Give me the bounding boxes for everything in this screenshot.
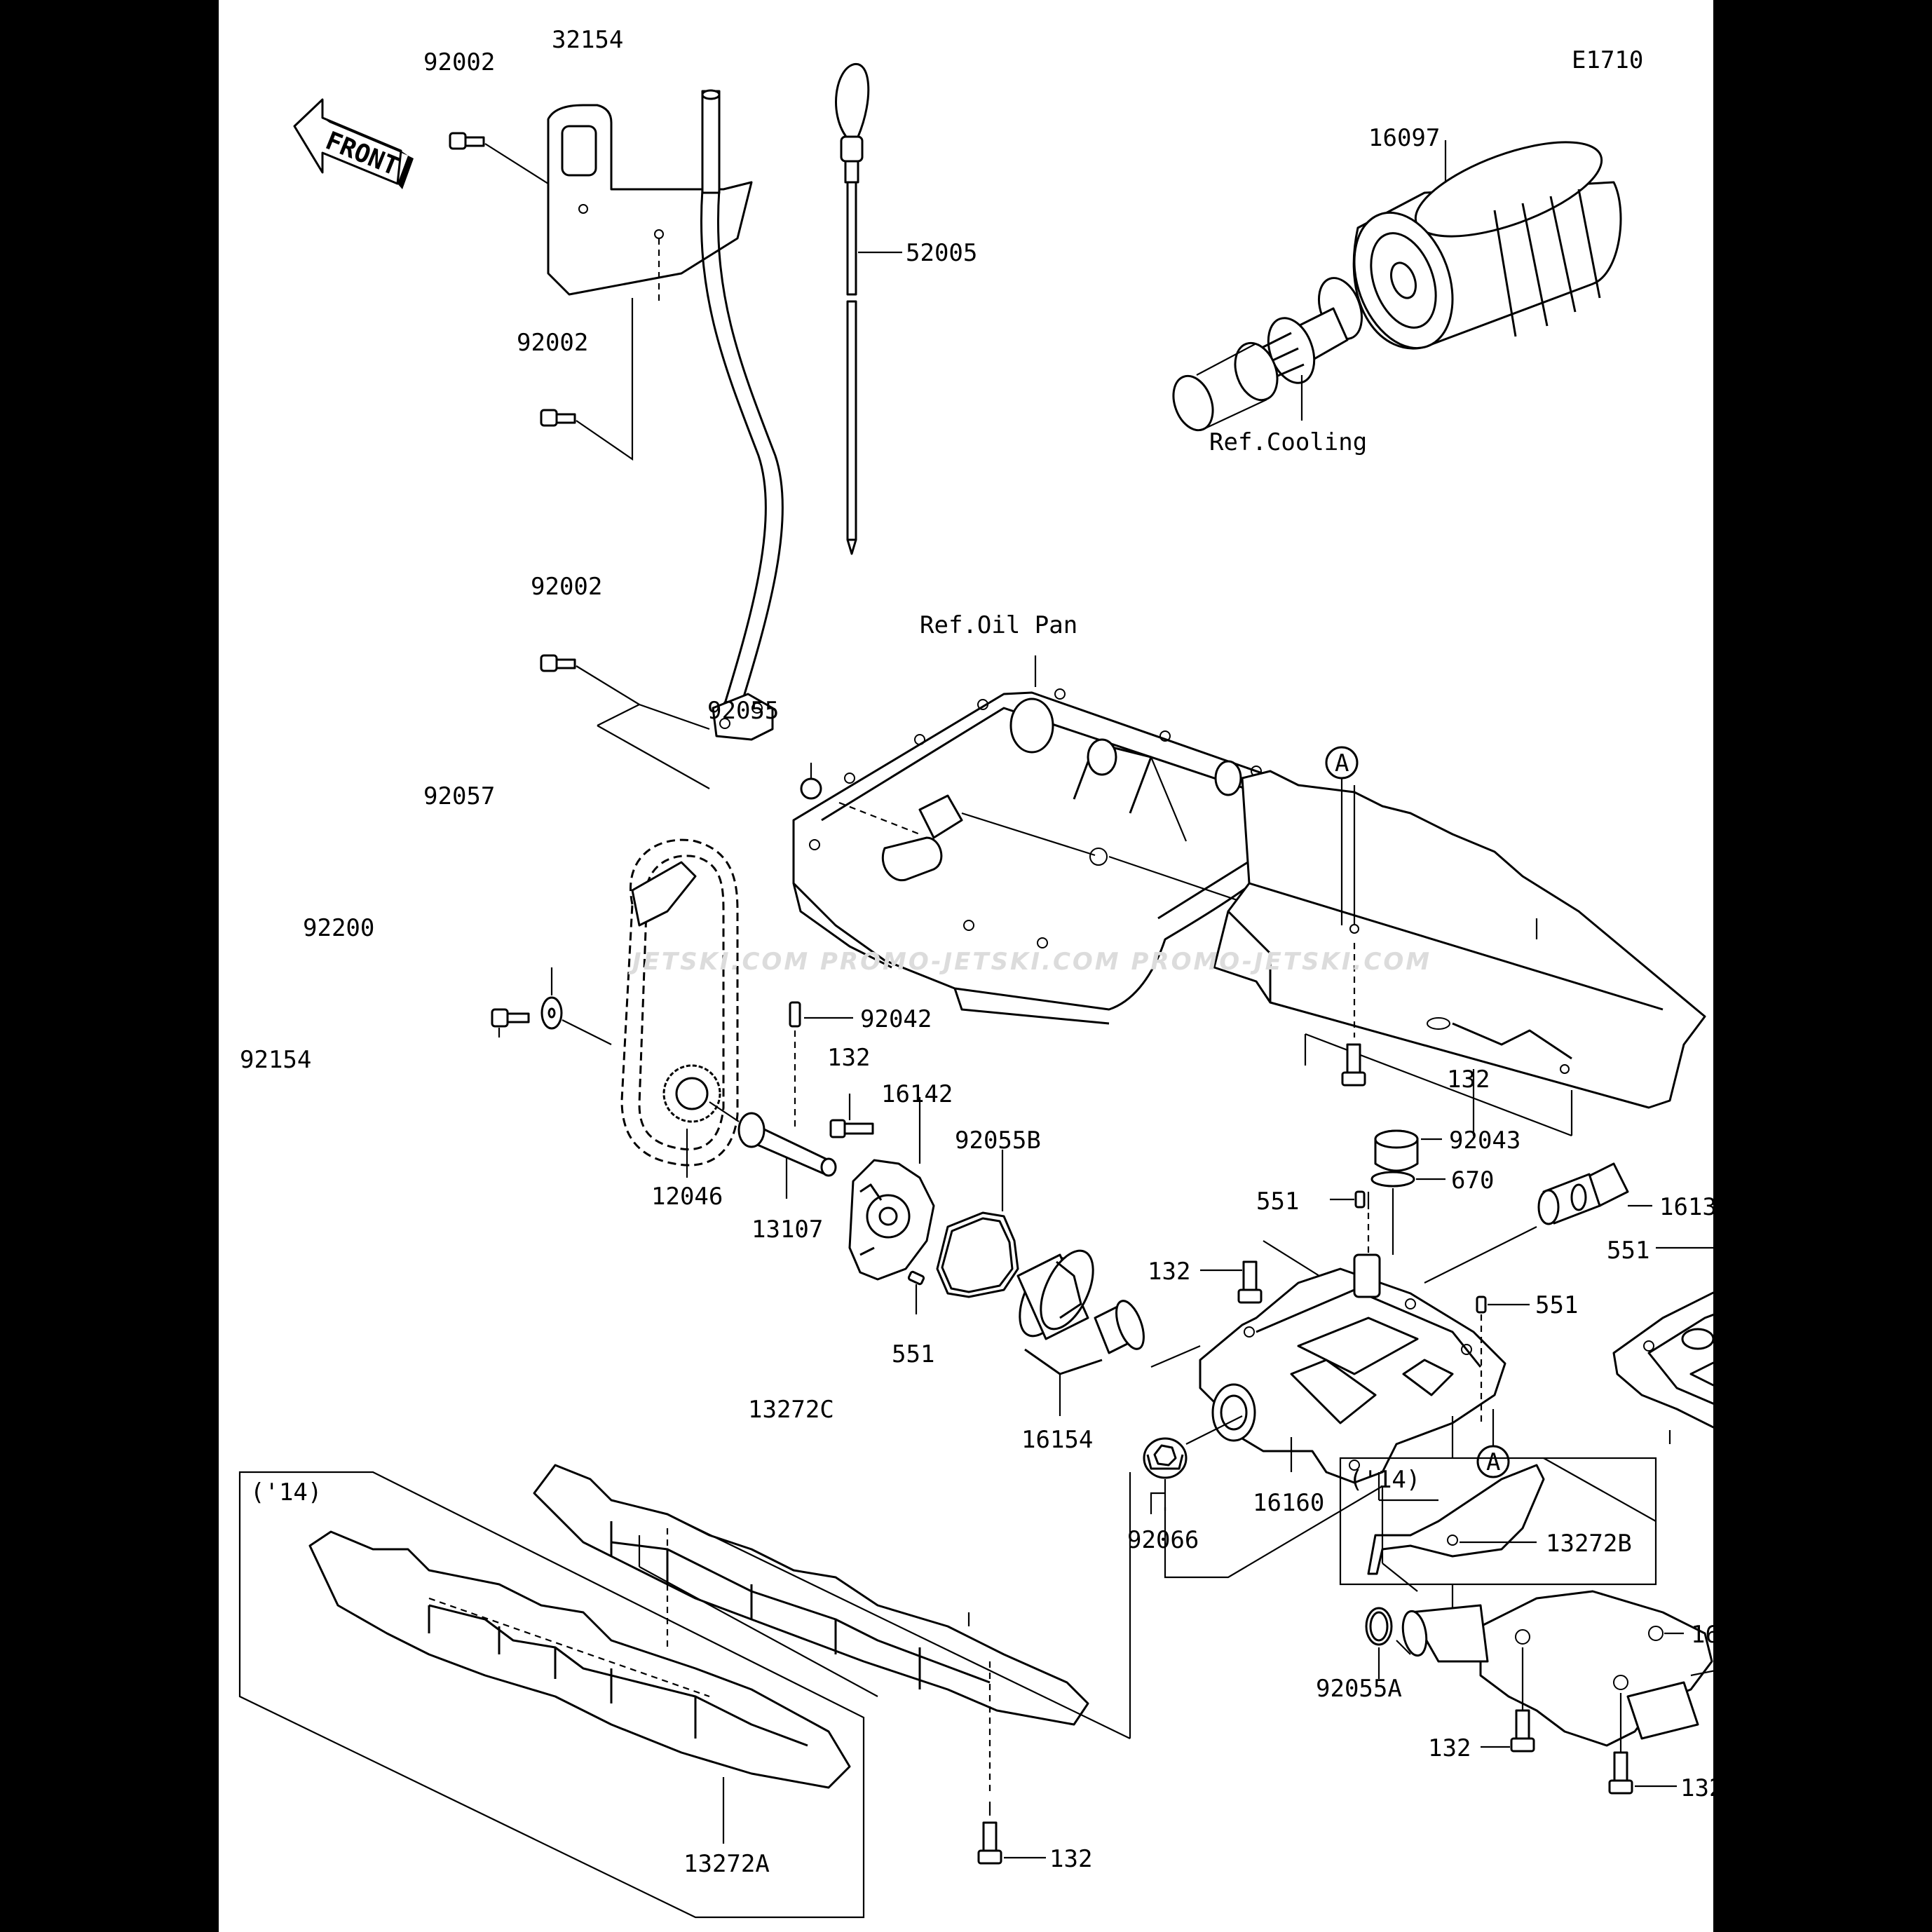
callout-12046: 12046 xyxy=(651,1183,723,1211)
filter-housing-16097a xyxy=(1381,1486,1713,1747)
marker-a-top-text: A xyxy=(1335,749,1349,777)
callout-92002-c: 92002 xyxy=(531,573,602,601)
callout-13272a: 13272A xyxy=(683,1850,770,1878)
callout-670: 670 xyxy=(1451,1166,1494,1195)
callout-551-b: 551 xyxy=(1256,1188,1299,1216)
year-box-right: ('14) xyxy=(1339,1416,1657,1647)
marker-a-bottom: A xyxy=(1476,1409,1510,1478)
pin-551-body-b xyxy=(1476,1295,1530,1427)
callout-32154: 32154 xyxy=(552,26,623,54)
callout-16130: 16130 xyxy=(1659,1193,1713,1221)
callout-551-d: 551 xyxy=(1607,1237,1649,1265)
bolt-132-pump xyxy=(829,1094,874,1138)
o-ring-92055 xyxy=(800,763,822,800)
cover-14091 xyxy=(1612,1291,1713,1444)
marker-a-bottom-text: A xyxy=(1486,1448,1500,1476)
parts-diagram: E1710 FRONT xyxy=(238,26,1713,1919)
oil-pump-16142 xyxy=(848,1097,935,1281)
collar-92043 xyxy=(1374,1129,1442,1172)
pin-551-pump xyxy=(907,1270,925,1314)
plug-92066 xyxy=(1143,1415,1243,1511)
callout-132-d: 132 xyxy=(1428,1734,1471,1762)
sensor-16130 xyxy=(1424,1162,1652,1284)
baffle-13272a xyxy=(308,1530,851,1844)
washer-92200 xyxy=(540,967,612,1045)
front-arrow-icon: FRONT xyxy=(293,98,414,189)
bolt-132-housing-left xyxy=(1481,1647,1535,1753)
bolt-132-housing-mid xyxy=(1608,1693,1677,1795)
bolt-132-housing-right xyxy=(1690,1670,1713,1677)
callout-92057: 92057 xyxy=(423,782,495,810)
callout-92042: 92042 xyxy=(860,1005,932,1033)
year-box-right-label: ('14) xyxy=(1349,1466,1420,1494)
o-ring-670 xyxy=(1370,1171,1445,1255)
marker-a-top: A xyxy=(1325,746,1359,925)
oil-filter-16097 xyxy=(1352,140,1622,350)
callout-13272b: 13272B xyxy=(1546,1530,1632,1558)
callout-132-e: 132 xyxy=(1680,1774,1713,1802)
cooling-nipple xyxy=(1172,277,1363,432)
dipstick-tube xyxy=(700,89,784,741)
callout-551: 551 xyxy=(892,1340,934,1368)
o-ring-92055a xyxy=(1365,1607,1411,1679)
dipstick-52005 xyxy=(835,63,902,555)
leader-body-housing xyxy=(1164,1485,1383,1579)
callout-16142: 16142 xyxy=(881,1080,953,1108)
callout-132-c: 132 xyxy=(1148,1258,1190,1286)
callout-92200: 92200 xyxy=(303,914,374,942)
bolt-92154 xyxy=(491,1008,530,1038)
callout-16097: 16097 xyxy=(1368,124,1440,152)
callout-132-b: 132 xyxy=(1447,1066,1490,1094)
rotor-16154 xyxy=(1016,1249,1145,1416)
shaft-13107 xyxy=(709,1101,837,1199)
bolt-92002-top xyxy=(449,132,549,184)
callout-92055: 92055 xyxy=(707,697,779,725)
sprocket-12046 xyxy=(662,1064,721,1178)
bolt-132-baffle xyxy=(1341,943,1366,1087)
callout-92002-b: 92002 xyxy=(517,329,588,357)
baffle-13272c xyxy=(533,1464,1131,1795)
callouts: 92002 32154 52005 16097 92002 92002 9205… xyxy=(240,26,1713,1878)
chain-92057 xyxy=(620,838,739,1166)
callout-52005: 52005 xyxy=(906,239,977,267)
callout-92154: 92154 xyxy=(240,1046,311,1074)
ref-cooling-label: Ref.Cooling xyxy=(1209,428,1367,456)
callout-92055b: 92055B xyxy=(955,1127,1041,1155)
gasket-92055b xyxy=(936,1150,1019,1298)
callout-16097a: 16097A xyxy=(1691,1621,1713,1649)
bracket-32154 xyxy=(547,104,753,301)
parts-diagram-sheet: E1710 FRONT xyxy=(219,0,1713,1932)
diagram-code: E1710 xyxy=(1572,46,1643,74)
callout-132: 132 xyxy=(827,1044,870,1072)
callout-551-e: 551 xyxy=(1535,1291,1578,1319)
year-box-left: ('14) xyxy=(238,1471,865,1919)
year-box-left-label: ('14) xyxy=(250,1478,322,1506)
callout-92002: 92002 xyxy=(423,48,495,76)
bolt-92002-mid xyxy=(540,298,634,461)
pin-92042 xyxy=(789,1001,853,1129)
ref-oil-pan-label: Ref.Oil Pan xyxy=(920,611,1077,639)
leader-body-bottom xyxy=(1150,1492,1165,1514)
callout-13272c: 13272C xyxy=(748,1396,834,1424)
pin-551-cover-a xyxy=(1656,1246,1713,1249)
pin-551-body-a xyxy=(1330,1190,1366,1209)
callout-16160: 16160 xyxy=(1253,1489,1324,1517)
pump-body-16160 xyxy=(1150,1192,1506,1502)
bolt-132-body xyxy=(1200,1240,1320,1304)
callout-132-g: 132 xyxy=(1049,1845,1092,1873)
oil-pan-outline xyxy=(792,655,1328,1025)
bolt-92002-lower xyxy=(540,654,710,789)
callout-92055a: 92055A xyxy=(1316,1675,1402,1703)
watermark: JETSKI.COM PROMO-JETSKI.COM PROMO-JETSKI… xyxy=(628,948,1431,976)
callout-13107: 13107 xyxy=(751,1216,823,1244)
callout-92043: 92043 xyxy=(1449,1127,1521,1155)
callout-92066: 92066 xyxy=(1127,1526,1199,1554)
callout-16154: 16154 xyxy=(1021,1426,1093,1454)
bolt-132-bottom xyxy=(977,1802,1046,1865)
